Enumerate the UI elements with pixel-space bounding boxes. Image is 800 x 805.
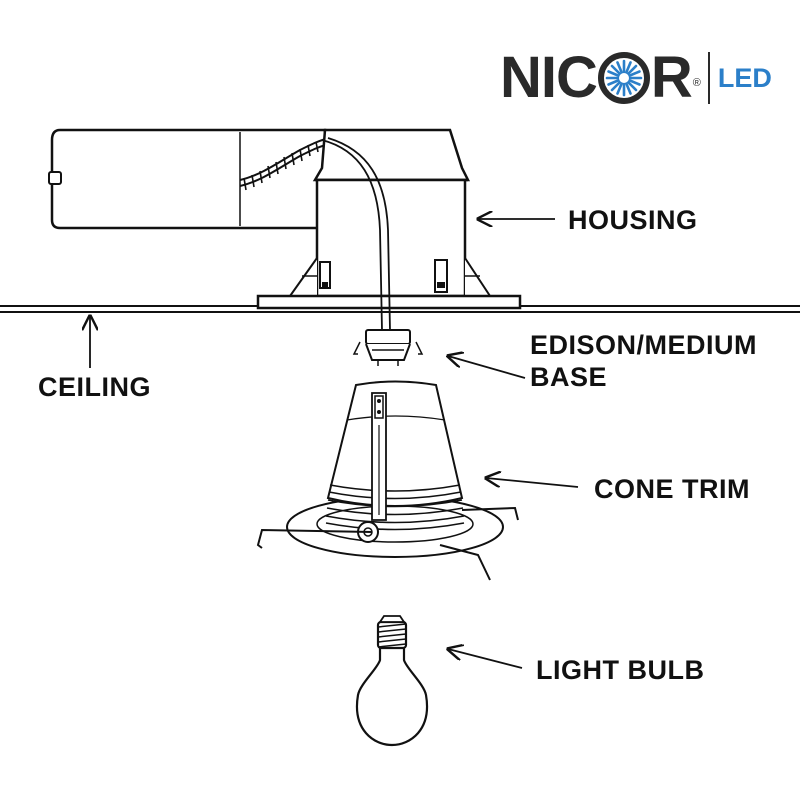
wires: [321, 137, 391, 331]
logo-text-left: NIC: [500, 45, 598, 110]
light-bulb: [355, 615, 429, 747]
label-ceiling: CEILING: [38, 372, 152, 402]
nicor-led-logo: NIC R ® LED: [500, 48, 772, 108]
label-edison-line2: BASE: [530, 362, 608, 392]
logo-led-text: LED: [717, 63, 772, 93]
registered-mark: ®: [692, 77, 701, 89]
logo-wordmark: NIC R ®: [500, 43, 701, 113]
label-cone-trim: CONE TRIM: [594, 474, 750, 504]
label-edison-line1: EDISON/MEDIUM: [530, 330, 758, 360]
starburst-o-icon: [597, 52, 650, 104]
arrow-edison: [448, 356, 526, 379]
arrow-cone-trim: [486, 478, 579, 488]
logo-divider: [707, 52, 710, 104]
edison-socket: [352, 329, 424, 366]
flex-conduit: [239, 137, 331, 191]
junction-box: [48, 128, 327, 230]
label-housing: HOUSING: [568, 205, 698, 235]
callout-arrows: [90, 219, 579, 669]
arrow-light-bulb: [448, 649, 523, 669]
label-light-bulb: LIGHT BULB: [536, 655, 705, 685]
logo-text-right: R: [650, 45, 693, 110]
cone-trim: [256, 380, 519, 581]
